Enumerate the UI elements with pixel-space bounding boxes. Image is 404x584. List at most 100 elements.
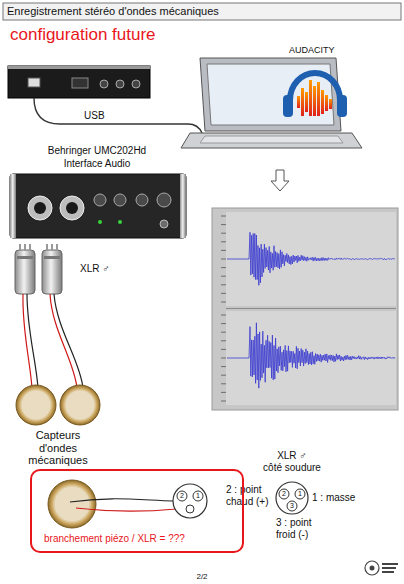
- xlr-pin: [19, 244, 21, 251]
- axis-tick: [221, 241, 226, 242]
- usb-port: [28, 78, 40, 87]
- red-wire: [50, 294, 77, 388]
- axis-tick: [221, 358, 226, 359]
- axis-tick: [221, 349, 226, 350]
- axis-tick: [221, 259, 226, 260]
- pin-label: 2 : point chaud (+): [226, 484, 278, 507]
- logo-bar: [382, 567, 396, 569]
- jack: [132, 80, 140, 88]
- waveforms: [227, 232, 395, 388]
- interface-front: [10, 174, 186, 238]
- track-area: [226, 311, 396, 405]
- pin-label: 1 : masse: [312, 492, 355, 504]
- device-ear: [180, 174, 186, 238]
- xlr-plugs: [15, 244, 62, 294]
- pin-number: 3: [287, 501, 297, 511]
- black-wire: [70, 499, 173, 502]
- laptop-keyboard: [200, 136, 343, 143]
- red-wire: [76, 508, 176, 511]
- laptop-lid: [200, 58, 341, 131]
- combo-jack-hole: [34, 202, 46, 214]
- waveform-screenshot: [212, 208, 398, 410]
- wave-bar: [313, 86, 316, 116]
- axis-tick: [221, 323, 226, 324]
- page-number: 2/2: [182, 572, 222, 581]
- axis-tick: [221, 293, 226, 294]
- jack: [160, 220, 168, 228]
- axis-tick: [221, 250, 226, 251]
- axis-tick: [221, 224, 226, 225]
- xlr-pin: [29, 244, 31, 251]
- device-type: Interface Audio: [17, 158, 177, 170]
- header-bar: [3, 3, 401, 20]
- piezo-disc: [48, 480, 96, 528]
- device-ear: [10, 174, 16, 238]
- wiring-illustration: [48, 480, 207, 528]
- led: [118, 220, 122, 224]
- xlr-pin: [56, 244, 58, 251]
- axis-tick: [221, 366, 226, 367]
- logo-dot: [370, 566, 375, 571]
- combo-jack: [60, 196, 84, 220]
- pin-label: 3 : point froid (-): [276, 517, 326, 540]
- down-arrow: [271, 170, 289, 191]
- logo-wave: [297, 80, 332, 116]
- subtitle: configuration future: [10, 25, 156, 45]
- combo-jack: [28, 196, 52, 220]
- waveform: [227, 232, 395, 285]
- footer-logo: [365, 561, 398, 575]
- audacity-logo: [283, 73, 347, 117]
- wave-bar: [309, 80, 312, 116]
- interface-back: [8, 66, 150, 98]
- xlr-ring: [17, 256, 33, 259]
- device-name: Behringer UMC202Hd: [17, 145, 177, 157]
- axis-tick: [221, 340, 226, 341]
- knob: [157, 193, 171, 207]
- software-name: AUDACITY: [289, 45, 335, 55]
- xlr-pin: [186, 505, 194, 513]
- connector-side: côté soudure: [247, 462, 337, 474]
- wiring-box: branchement piézo / XLR = ???: [30, 469, 244, 553]
- cable-label: USB: [84, 110, 105, 122]
- logo-bar: [382, 571, 394, 573]
- track-area: [226, 212, 396, 306]
- xlr-pin: [295, 489, 305, 499]
- knob: [136, 194, 148, 206]
- wave-bar: [321, 90, 324, 114]
- black-wire: [27, 294, 38, 388]
- axis-tick: [221, 392, 226, 393]
- logo-bar: [382, 563, 398, 565]
- xlr-pin: [177, 491, 187, 501]
- xlr-pin: [46, 244, 48, 251]
- wave-bar: [317, 82, 320, 116]
- sensor-wires: [23, 294, 83, 388]
- xlr-pin: [51, 244, 53, 251]
- box-caption: branchement piézo / XLR = ???: [44, 533, 185, 545]
- device-body: [10, 174, 186, 238]
- axis-tick: [221, 383, 226, 384]
- jack: [116, 80, 124, 88]
- connector-label: XLR ♂: [247, 450, 337, 462]
- piezo-sensors: [16, 385, 100, 425]
- laptop-base: [181, 133, 362, 148]
- axis-tick: [221, 276, 226, 277]
- xlr-pinout: [276, 482, 308, 514]
- jack: [100, 80, 108, 88]
- waveform: [227, 323, 395, 388]
- axis-tick: [221, 375, 226, 376]
- xlr-ring: [44, 256, 60, 259]
- piezo-disc: [16, 385, 56, 425]
- axis-tick: [221, 267, 226, 268]
- port: [72, 78, 88, 88]
- axis-tick: [221, 401, 226, 402]
- wave-bar: [305, 92, 308, 112]
- led: [98, 220, 102, 224]
- axis-tick: [221, 332, 226, 333]
- wave-bar: [325, 95, 328, 111]
- xlr-plug: [42, 250, 62, 294]
- axis-tick: [221, 284, 226, 285]
- xlr-face: [276, 482, 308, 514]
- axis-tick: [221, 315, 226, 316]
- xlr-plug: [15, 250, 35, 294]
